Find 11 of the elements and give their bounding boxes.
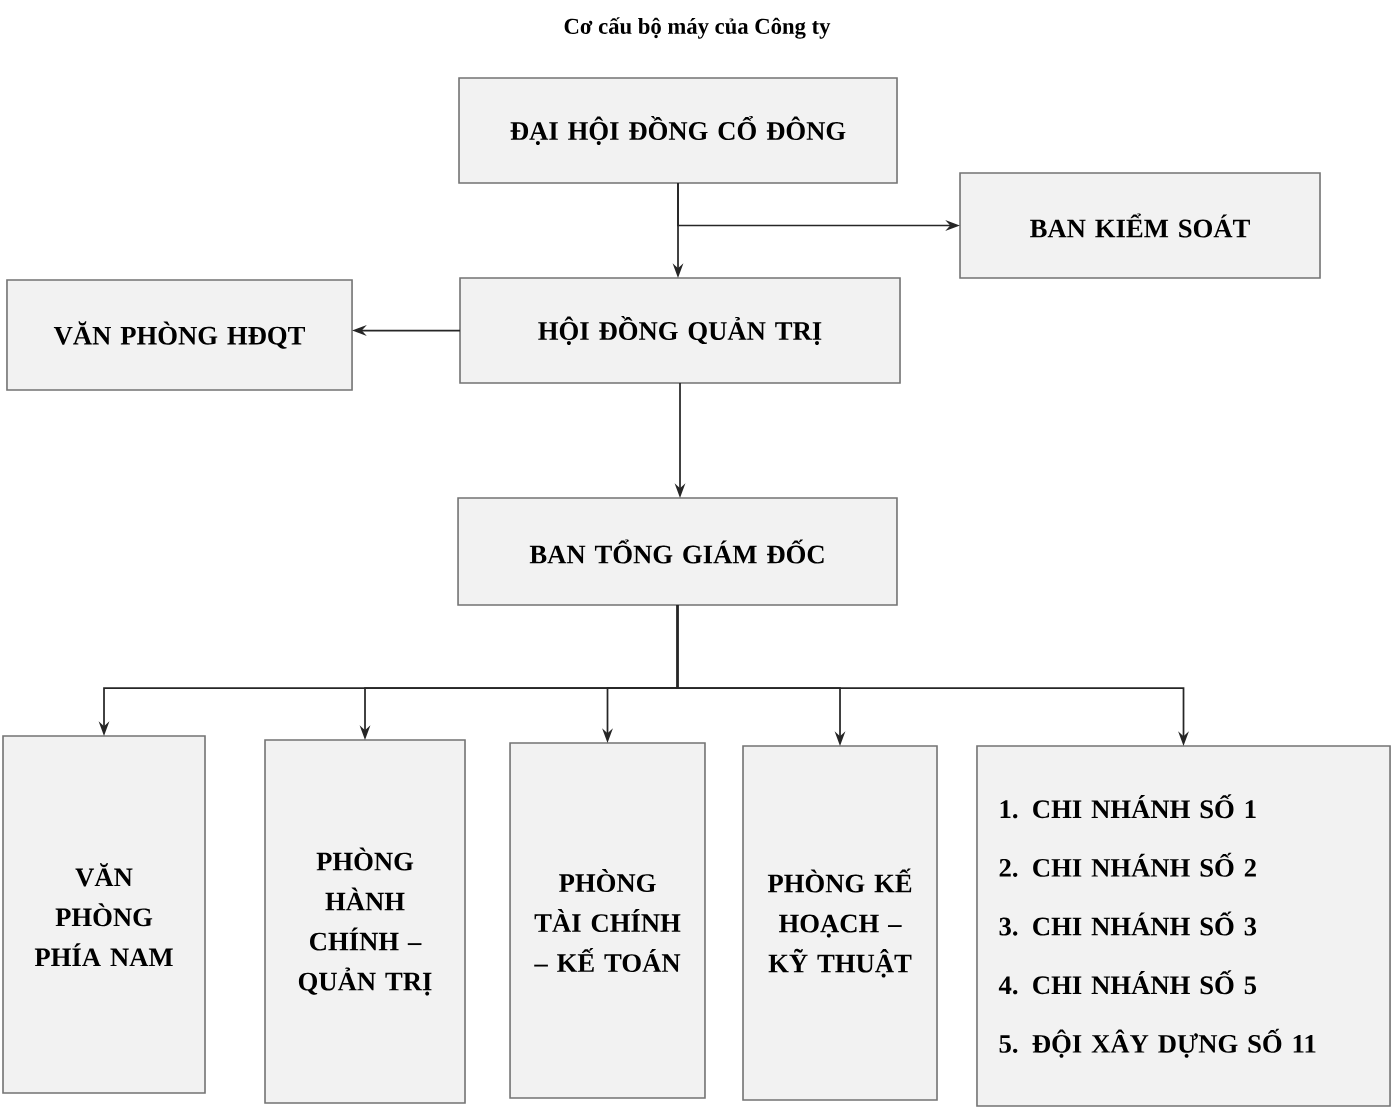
org-box: VĂN PHÒNG PHÍA NAM — [2, 735, 206, 1094]
org-box: PHÒNG KẾ HOẠCH – KỸ THUẬT — [742, 745, 938, 1101]
org-box: PHÒNG TÀI CHÍNH – KẾ TOÁN — [509, 742, 706, 1099]
branch-list-box: 1. CHI NHÁNH SỐ 1 2. CHI NHÁNH SỐ 2 3. CHI NHÁNH SỐ 3 4. CHI NHÁNH SỐ 5 5. ĐỘI XÂY DỰNG SỐ 11 — [976, 745, 1391, 1107]
org-box: BAN TỔNG GIÁM ĐỐC — [457, 497, 898, 606]
org-box: BAN KIỂM SOÁT — [959, 172, 1321, 279]
org-box: ĐẠI HỘI ĐỒNG CỔ ĐÔNG — [458, 77, 898, 184]
org-box: PHÒNG HÀNH CHÍNH – QUẢN TRỊ — [264, 739, 466, 1104]
org-box: HỘI ĐỒNG QUẢN TRỊ — [459, 277, 901, 384]
org-box: VĂN PHÒNG HĐQT — [6, 279, 353, 391]
caption: Cơ cấu bộ máy của Công ty — [564, 17, 831, 39]
